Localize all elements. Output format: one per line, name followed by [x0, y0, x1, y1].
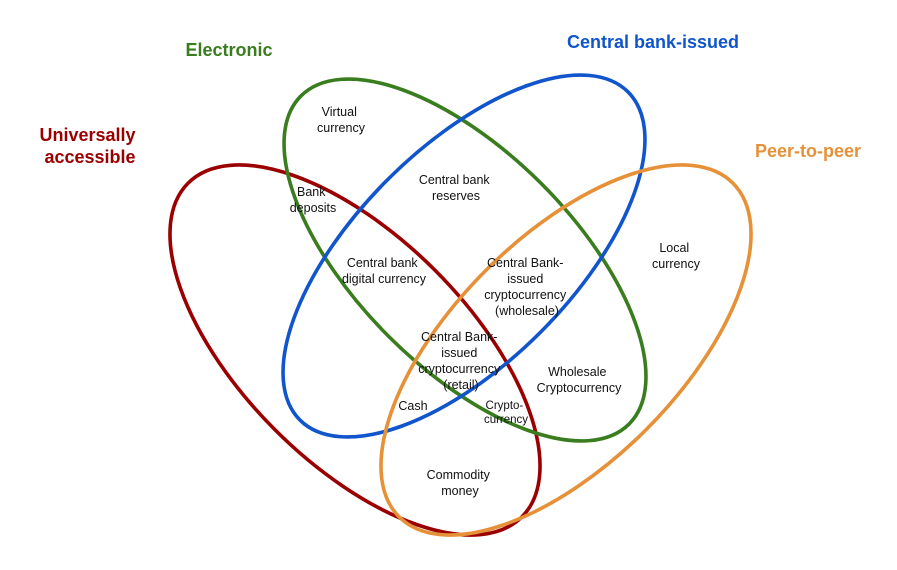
region-label-line: Bank [297, 185, 326, 199]
region-label-cryptocurrency: Crypto- currency [484, 400, 528, 426]
region-label-line: issued [441, 346, 477, 360]
region-label-line: Central Bank- [421, 330, 497, 344]
set-title-electronic: Electronic [185, 40, 272, 60]
set-ellipse-universally-accessible [168, 163, 542, 537]
set-title-line: Universally [39, 125, 135, 145]
region-label-line: (retail) [443, 378, 478, 392]
region-label-line: Commodity [427, 468, 491, 482]
region-label-line: Central Bank- [487, 256, 563, 270]
set-title-central-bank-issued: Central bank-issued [567, 32, 739, 52]
region-label-cbdc: Central bank digital currency [342, 256, 427, 286]
set-ellipse-electronic [282, 77, 648, 443]
region-label-bank-deposits: Bank deposits [290, 185, 337, 215]
region-label-line: Wholesale [548, 365, 606, 379]
region-label-line: reserves [432, 189, 480, 203]
region-label-wholesale-crypto: Wholesale Cryptocurrency [537, 365, 622, 395]
region-label-line: currency [652, 257, 701, 271]
region-label-line: Cash [398, 399, 427, 413]
region-label-commodity-money: Commodity money [427, 468, 494, 498]
region-label-line: currency [317, 121, 366, 135]
set-ellipse-central-bank-issued [281, 73, 647, 439]
region-label-line: Central bank [419, 173, 491, 187]
set-title-line: Central bank-issued [567, 32, 739, 52]
set-title-line: Electronic [185, 40, 272, 60]
region-label-line: Local [659, 241, 689, 255]
region-label-line: Cryptocurrency [537, 381, 622, 395]
region-label-line: Crypto- [486, 400, 524, 412]
region-label-line: deposits [290, 201, 337, 215]
region-label-line: money [441, 484, 479, 498]
region-label-virtual-currency: Virtual currency [317, 105, 366, 135]
region-label-line: cryptocurrency [484, 288, 567, 302]
region-label-line: currency [484, 414, 528, 426]
region-label-line: Virtual [322, 105, 357, 119]
set-title-line: Peer-to-peer [755, 141, 861, 161]
region-label-line: Central bank [347, 256, 419, 270]
region-label-line: digital currency [342, 272, 427, 286]
set-ellipse-peer-to-peer [379, 163, 753, 537]
region-label-cb-crypto-wholesale: Central Bank- issued cryptocurrency (who… [484, 256, 569, 318]
region-label-line: issued [507, 272, 543, 286]
region-label-line: (wholesale) [495, 304, 559, 318]
region-label-central-bank-reserves: Central bank reserves [419, 173, 493, 203]
region-label-line: cryptocurrency [418, 362, 501, 376]
set-title-peer-to-peer: Peer-to-peer [755, 141, 861, 161]
region-label-cash: Cash [398, 399, 427, 413]
region-label-cb-crypto-retail: Central Bank- issued cryptocurrency (ret… [418, 330, 503, 392]
set-title-line: accessible [44, 147, 135, 167]
region-label-local-currency: Local currency [652, 241, 701, 271]
set-title-universally-accessible: Universally accessible [39, 125, 140, 167]
